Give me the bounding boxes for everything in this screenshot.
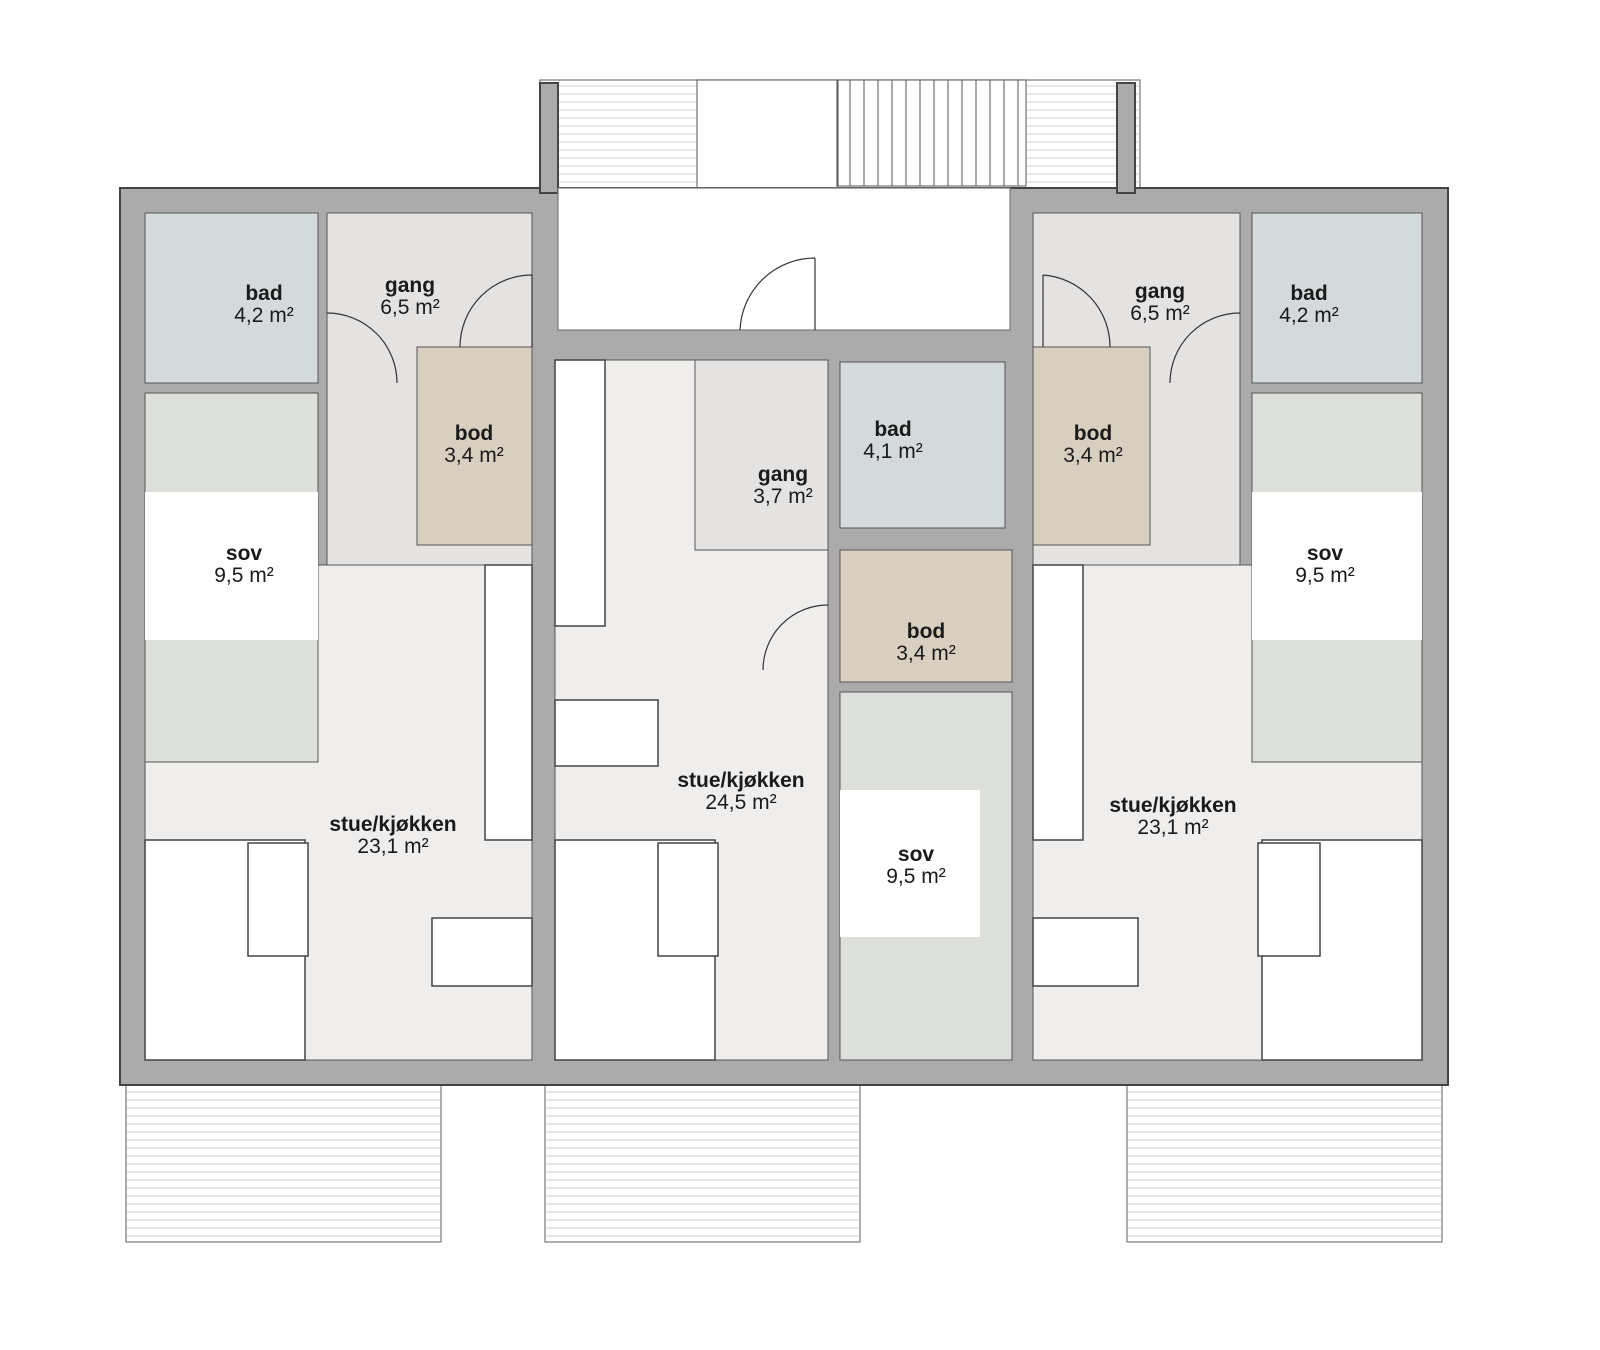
stair (837, 79, 1027, 187)
kitchen-counter (484, 564, 533, 841)
coffee-table (247, 842, 309, 957)
room-area: 4,2 m² (234, 304, 294, 327)
room-area: 6,5 m² (380, 296, 440, 319)
room-area: 3,4 m² (896, 642, 956, 665)
room-area: 4,2 m² (1279, 304, 1339, 327)
room-area: 24,5 m² (705, 791, 776, 814)
room-area: 3,7 m² (753, 485, 813, 508)
room-bod (1032, 346, 1151, 546)
room-area: 9,5 m² (1295, 564, 1355, 587)
room-area: 3,4 m² (444, 444, 504, 467)
room-gang (694, 359, 829, 551)
kitchen-counter (1032, 564, 1084, 841)
room-bad (144, 212, 319, 384)
room-bod (416, 346, 533, 546)
coffee-table (1257, 842, 1321, 957)
bed (840, 790, 980, 937)
kitchen-counter (554, 359, 606, 627)
room-name: sov (898, 843, 935, 866)
unit-left (144, 212, 533, 1061)
room-bad (1251, 212, 1423, 384)
coffee-table (657, 842, 719, 957)
bed (1252, 492, 1422, 640)
room-name: gang (1135, 280, 1185, 303)
room-name: stue/kjøkken (1109, 794, 1236, 817)
dining-table (431, 917, 533, 987)
stair (696, 79, 838, 207)
room-name: stue/kjøkken (677, 769, 804, 792)
dining-table (554, 699, 659, 767)
room-area: 23,1 m² (1137, 816, 1208, 839)
room-area: 23,1 m² (357, 835, 428, 858)
room-name: gang (385, 274, 435, 297)
unit-right (1032, 212, 1423, 1061)
room-name: gang (758, 463, 808, 486)
room-name: bad (1290, 282, 1327, 305)
room-name: bad (874, 418, 911, 441)
room-area: 4,1 m² (863, 440, 923, 463)
room-name: bad (245, 282, 282, 305)
unit-center (554, 257, 1013, 1061)
room-name: sov (1307, 542, 1344, 565)
room-name: bod (907, 620, 945, 643)
room-name: bod (455, 422, 493, 445)
room-bod (839, 549, 1013, 683)
bed (145, 492, 318, 640)
dining-table (1032, 917, 1139, 987)
room-area: 9,5 m² (886, 865, 946, 888)
room-labels: bad 4,2 m² gang 6,5 m² bod 3,4 m² sov 9,… (214, 274, 1355, 888)
room-name: bod (1074, 422, 1112, 445)
room-area: 6,5 m² (1130, 302, 1190, 325)
room-bad (839, 361, 1006, 529)
room-name: sov (226, 542, 263, 565)
room-name: stue/kjøkken (329, 813, 456, 836)
room-area: 9,5 m² (214, 564, 274, 587)
room-area: 3,4 m² (1063, 444, 1123, 467)
